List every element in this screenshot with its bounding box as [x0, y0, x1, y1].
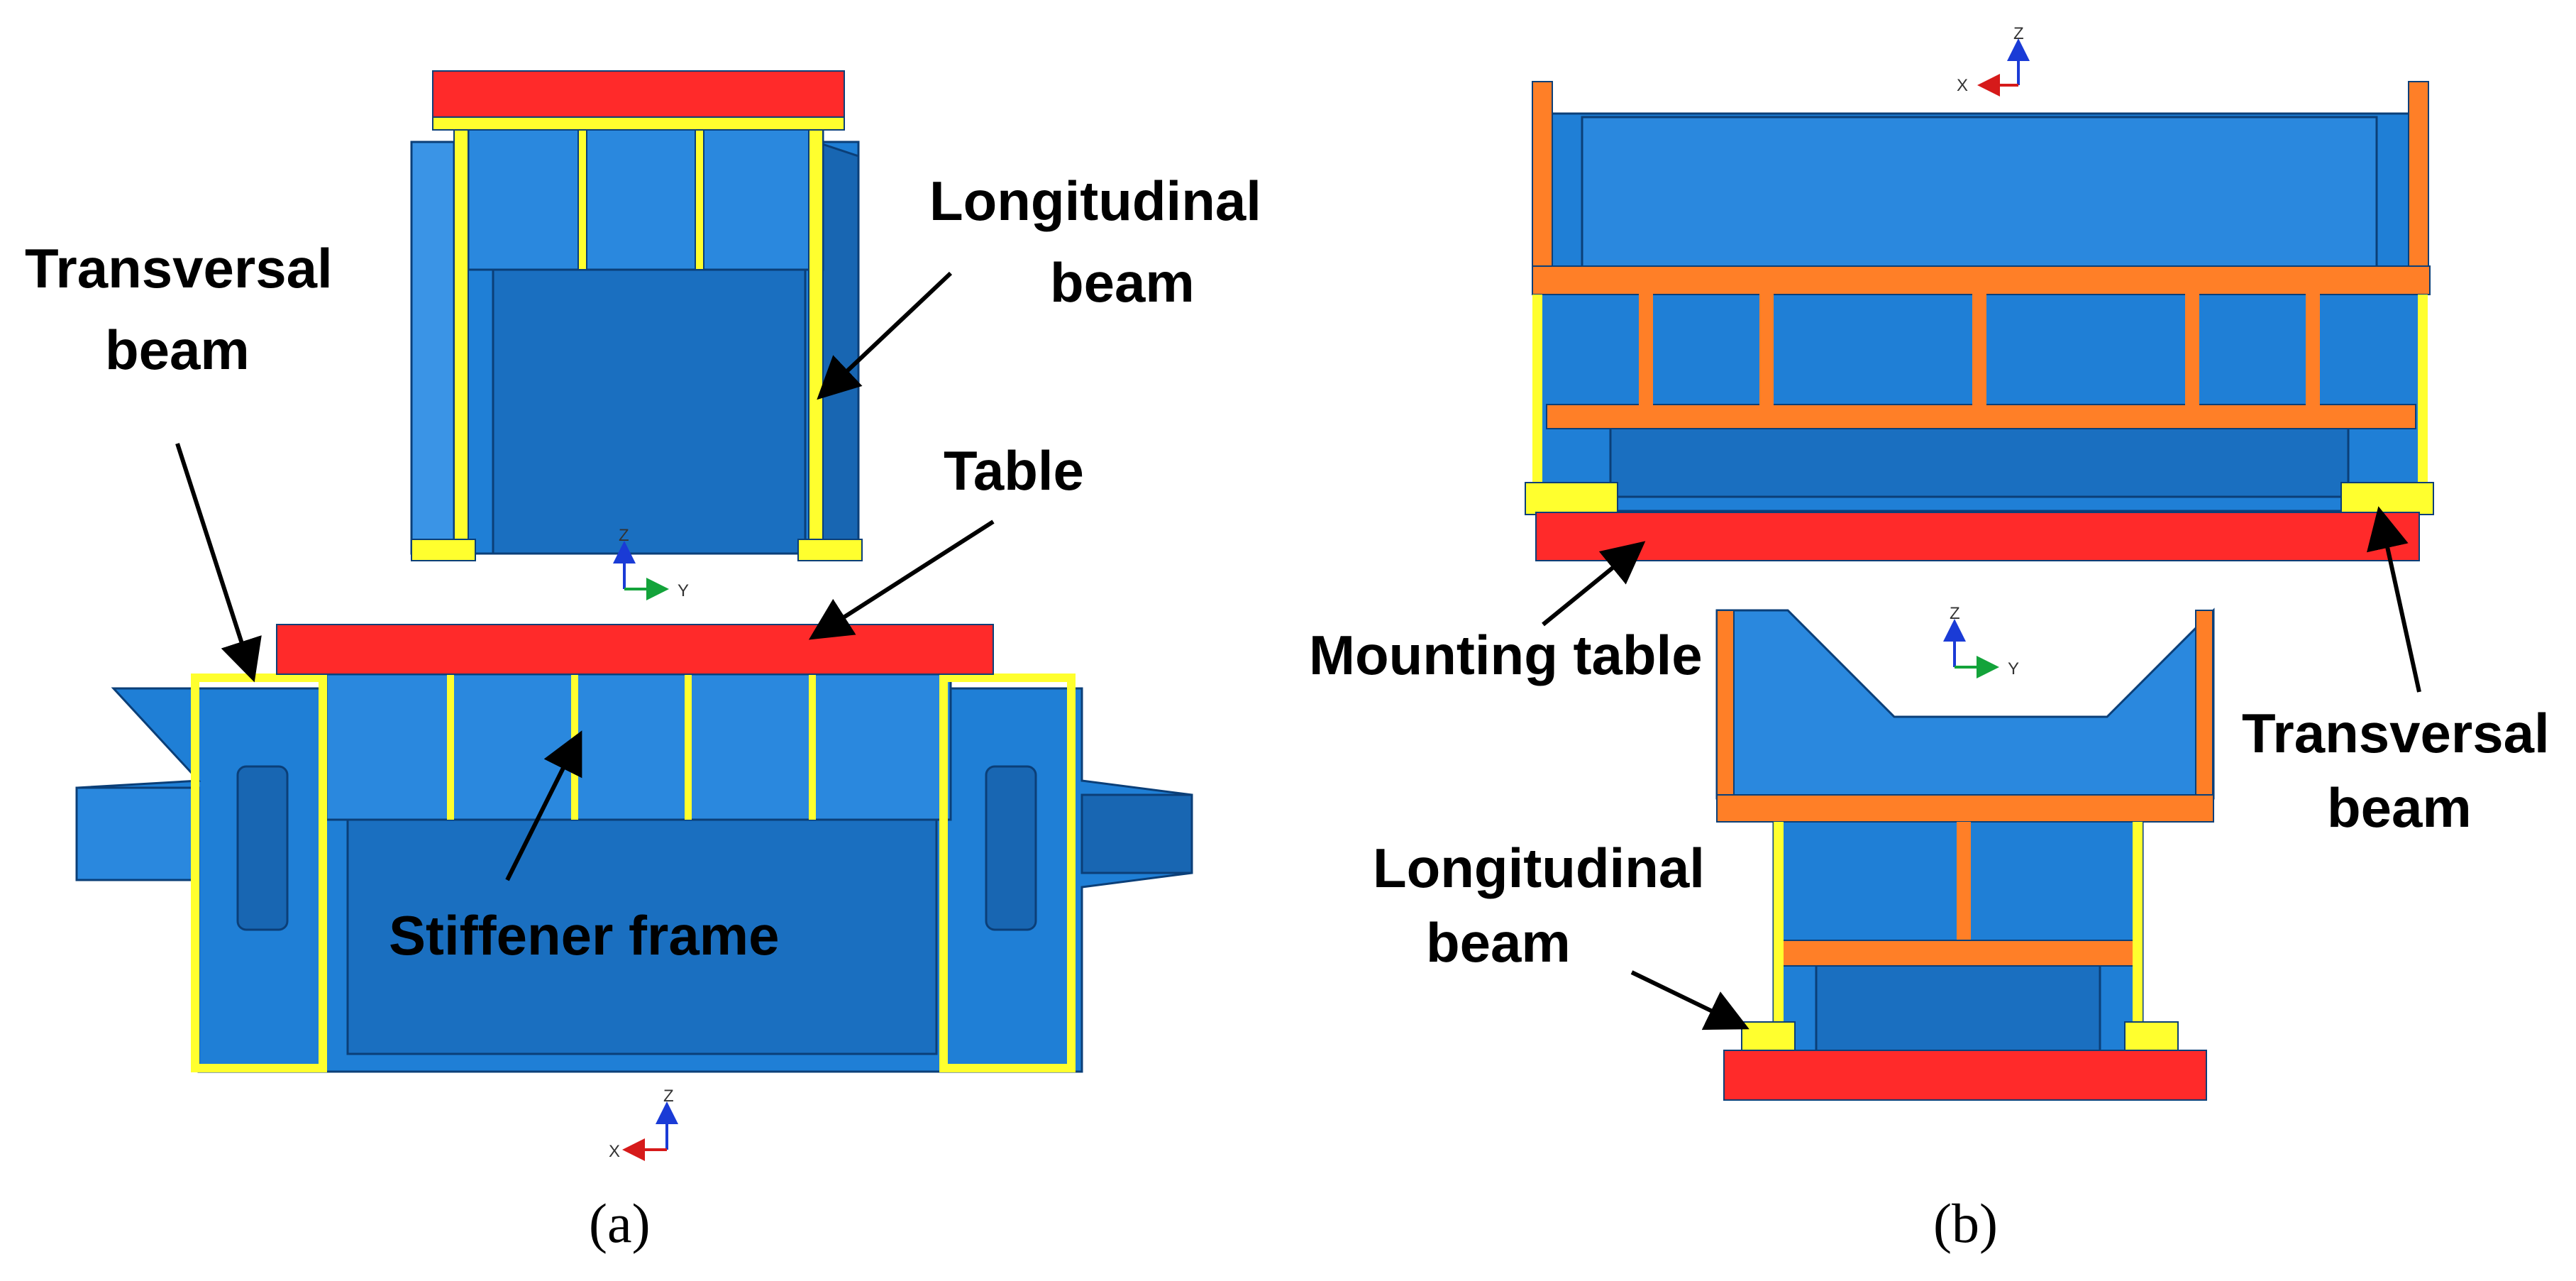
end-view-longitudinal-beam-left	[453, 123, 469, 551]
b-end-view-upper-body	[1715, 607, 2215, 800]
axis-label-z: Z	[663, 1087, 674, 1106]
end-view-side-wall-left	[410, 141, 455, 555]
panel-a-axes-top: Z Y	[613, 526, 689, 600]
axis-label-y: Y	[678, 581, 689, 600]
panel-a-axes-bottom: Z X	[609, 1087, 678, 1161]
panel-b: Z X Z Y Mounting table Transversal beam …	[1309, 24, 2550, 1254]
b-mounting-table	[1535, 512, 2420, 561]
b-yellow-side-left	[1532, 295, 1542, 486]
axis-label-z: Z	[619, 526, 629, 545]
label-longitudinal-beam-a-2: beam	[1050, 251, 1195, 314]
b-orange-post	[1639, 284, 1653, 412]
b-side-view-lower-floor	[1609, 424, 2350, 498]
b-yellow-side-right	[2418, 295, 2428, 486]
arrow-transversal-beam-a	[175, 443, 262, 683]
side-view-stiffener	[809, 674, 816, 820]
label-transversal-beam-b-1: Transversal	[2242, 702, 2550, 764]
label-stiffener-frame: Stiffener frame	[389, 904, 780, 967]
side-view-stiffener	[685, 674, 692, 820]
b-end-view-floor	[1815, 964, 2101, 1066]
panel-a: Z Y Z X Longitudinal beam Transversal be…	[25, 70, 1261, 1254]
b-orange-post	[1972, 284, 1986, 412]
b-end-table	[1723, 1050, 2207, 1101]
arrow-longitudinal-beam-b	[1630, 970, 1749, 1030]
b-end-orange-center	[1957, 822, 1971, 950]
panel-a-side-view	[75, 624, 1193, 1073]
end-view-foot-right	[797, 539, 863, 561]
arrow-mounting-table	[1542, 541, 1646, 627]
side-view-lower-cavity	[346, 818, 938, 1055]
panel-b-side-view	[1525, 81, 2434, 561]
panel-a-end-view	[410, 70, 863, 561]
axis-label-z: Z	[2013, 24, 2024, 43]
panel-b-axes-top: Z X	[1957, 24, 2030, 97]
label-transversal-beam-a-1: Transversal	[25, 237, 333, 299]
label-longitudinal-beam-b-2: beam	[1426, 911, 1571, 974]
b-orange-post	[1759, 284, 1774, 412]
b-orange-post	[2185, 284, 2199, 412]
b-end-orange-top	[1716, 794, 2214, 823]
b-end-orange-left	[1716, 610, 1735, 810]
side-view-upper-plate	[325, 673, 952, 821]
arrow-stiffener-frame	[505, 730, 582, 881]
b-end-longitudinal-beam-left	[1741, 1021, 1796, 1055]
end-view-upper-plate	[467, 119, 824, 271]
b-orange-post	[2306, 284, 2320, 412]
b-orange-post-left	[1532, 81, 1553, 295]
end-view-stiffener	[695, 120, 704, 270]
axis-label-x: X	[609, 1142, 620, 1161]
axis-label-x: X	[1957, 76, 1968, 95]
axis-label-z: Z	[1950, 604, 1960, 623]
label-longitudinal-beam-b-1: Longitudinal	[1373, 837, 1705, 899]
side-view-transversal-beam-right	[939, 674, 1076, 1072]
end-view-table-yellow-band	[432, 116, 845, 131]
b-orange-post-right	[2408, 81, 2429, 295]
side-view-wing-left	[75, 786, 200, 881]
b-end-yellow-right	[2133, 822, 2143, 1035]
arrow-table-a	[808, 519, 995, 640]
b-end-yellow-left	[1774, 822, 1784, 1035]
b-end-orange-mid	[1780, 940, 2143, 967]
end-view-inner-cavity	[492, 268, 807, 555]
label-transversal-beam-a-2: beam	[105, 319, 250, 381]
end-view-table	[432, 70, 845, 121]
side-view-stiffener	[447, 674, 454, 820]
caption-a: (a)	[589, 1192, 651, 1254]
b-transversal-beam-left	[1525, 482, 1618, 515]
end-view-foot-left	[411, 539, 476, 561]
side-view-transversal-beam-left-inner	[236, 765, 289, 931]
b-transversal-beam-right	[2340, 482, 2434, 515]
label-table-a: Table	[944, 439, 1084, 502]
b-side-view-upper-wall	[1581, 116, 2378, 278]
end-view-longitudinal-beam-right	[808, 123, 824, 551]
end-view-stiffener	[577, 120, 587, 270]
caption-b: (b)	[1933, 1192, 1998, 1254]
b-end-orange-right	[2195, 610, 2213, 810]
label-mounting-table: Mounting table	[1309, 624, 1703, 686]
side-view-table	[276, 624, 994, 675]
axis-label-y: Y	[2008, 659, 2019, 678]
side-view-wing-right	[1080, 793, 1193, 874]
label-longitudinal-beam-a-1: Longitudinal	[929, 170, 1261, 232]
label-transversal-beam-b-2: beam	[2327, 776, 2472, 839]
arrow-longitudinal-beam-a	[817, 271, 953, 400]
b-end-longitudinal-beam-right	[2124, 1021, 2179, 1055]
arrow-transversal-beam-b	[2367, 506, 2421, 693]
panel-b-axes-bottom: Z Y	[1943, 604, 2019, 678]
panel-b-end-view	[1715, 607, 2215, 1101]
side-view-transversal-beam-right-inner	[985, 765, 1037, 931]
